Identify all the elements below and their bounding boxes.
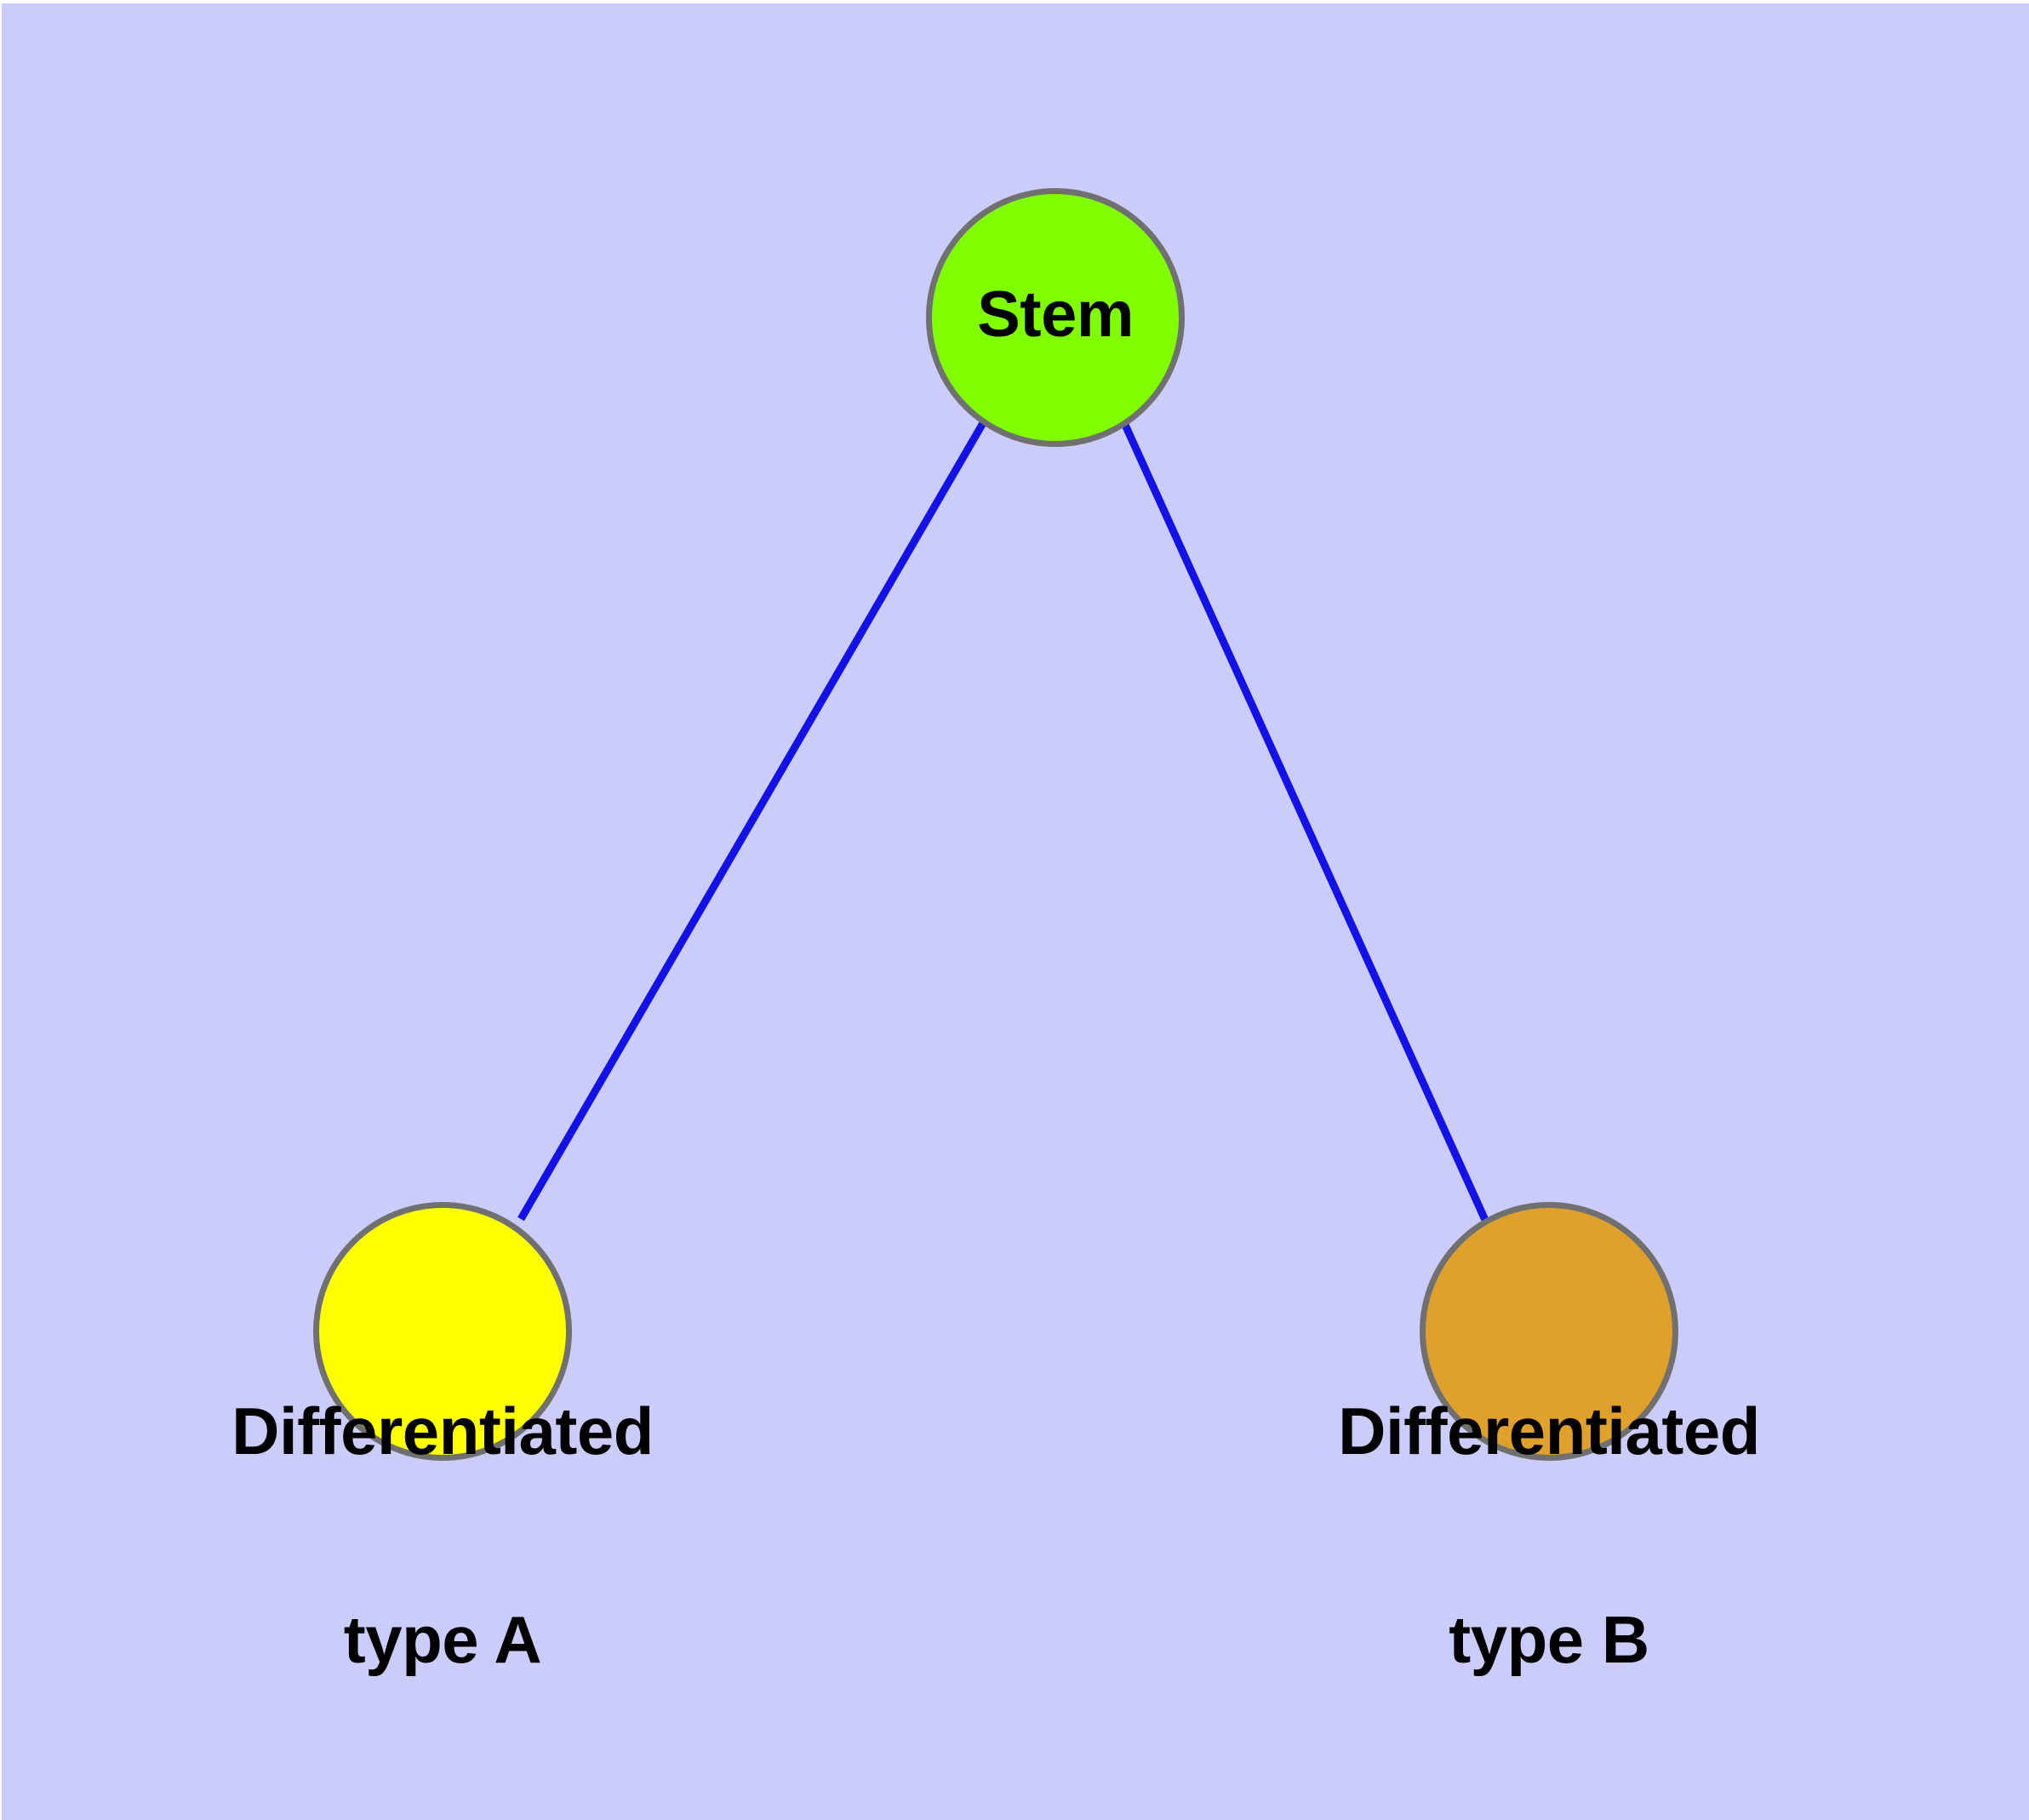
edge-layer	[517, 421, 1489, 1222]
edge-stem-to-diff-b[interactable]	[1121, 423, 1489, 1222]
node-differentiated-type-b[interactable]	[1420, 1202, 1678, 1461]
edge-stem-to-diff-a[interactable]	[517, 421, 986, 1222]
node-differentiated-type-a[interactable]	[313, 1202, 572, 1461]
node-layer	[313, 188, 1678, 1461]
node-stem[interactable]	[926, 188, 1185, 447]
